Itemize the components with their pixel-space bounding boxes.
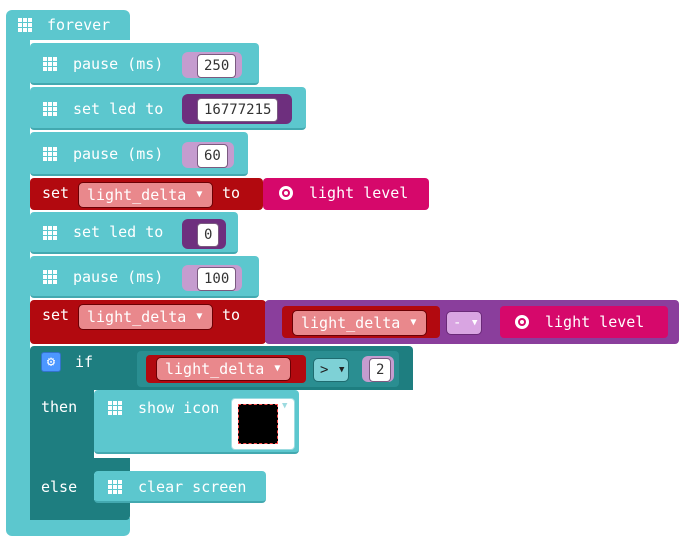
variable-dropdown[interactable]: light_delta ▼ xyxy=(78,304,214,330)
pause-value-field[interactable]: 250 xyxy=(197,54,237,78)
forever-block-bottom xyxy=(6,518,130,536)
light-level-label: light level xyxy=(309,184,409,202)
grid-icon xyxy=(43,147,57,161)
led-value-field[interactable]: 16777215 xyxy=(197,98,279,122)
light-sensor-icon xyxy=(279,186,293,200)
gear-icon[interactable]: ⚙ xyxy=(41,352,61,372)
then-label: then xyxy=(41,398,78,416)
dropdown-caret-icon: ▼ xyxy=(274,363,281,374)
operator-dropdown[interactable]: - ▼ xyxy=(446,311,483,335)
clear-screen-block[interactable] xyxy=(94,471,266,503)
clear-screen-label: clear screen xyxy=(138,478,247,496)
to-label: to xyxy=(222,306,241,324)
pause-label: pause (ms) xyxy=(73,145,164,163)
variable-name: light_delta xyxy=(87,308,187,326)
pause-label: pause (ms) xyxy=(73,268,164,286)
set-label: set xyxy=(42,184,70,202)
dropdown-caret-icon: ▼ xyxy=(196,189,203,200)
variable-dropdown[interactable]: light_delta ▼ xyxy=(292,310,428,336)
icon-picker[interactable]: ▼ xyxy=(231,398,295,450)
if-block-else-bar xyxy=(30,458,130,474)
variable-dropdown[interactable]: light_delta ▼ xyxy=(156,357,292,381)
operator-symbol: - xyxy=(453,315,462,331)
grid-icon xyxy=(43,270,57,284)
if-label: if xyxy=(75,353,94,371)
light-sensor-icon xyxy=(515,315,529,329)
dropdown-caret-icon: ▼ xyxy=(410,317,417,328)
grid-icon xyxy=(43,226,57,240)
grid-icon xyxy=(18,18,32,32)
set-led-label: set led to xyxy=(73,100,164,118)
grid-icon xyxy=(108,480,122,494)
led-matrix-icon xyxy=(238,404,278,444)
grid-icon xyxy=(108,401,122,415)
set-led-label: set led to xyxy=(73,223,164,241)
led-value-field[interactable]: 0 xyxy=(197,223,220,247)
to-label: to xyxy=(222,184,241,202)
if-block-bottom xyxy=(30,500,130,520)
grid-icon xyxy=(43,102,57,116)
if-block-side xyxy=(30,388,94,520)
variable-name: light_delta xyxy=(165,360,265,378)
else-label: else xyxy=(41,478,78,496)
variable-dropdown[interactable]: light_delta ▼ xyxy=(78,182,214,208)
grid-icon xyxy=(43,57,57,71)
set-label: set xyxy=(42,306,70,324)
show-icon-label: show icon xyxy=(138,399,220,417)
dropdown-caret-icon: ▼ xyxy=(339,365,345,375)
forever-label: forever xyxy=(47,16,111,34)
comparator-symbol: > xyxy=(320,362,329,378)
variable-name: light_delta xyxy=(301,314,401,332)
dropdown-caret-icon: ▼ xyxy=(196,311,203,322)
dropdown-caret-icon: ▼ xyxy=(472,318,478,328)
forever-block-side xyxy=(6,38,30,528)
pause-value-field[interactable]: 60 xyxy=(197,144,228,168)
light-level-label: light level xyxy=(545,313,645,331)
dropdown-caret-icon: ▼ xyxy=(282,401,288,411)
pause-label: pause (ms) xyxy=(73,55,164,73)
compare-value-field[interactable]: 2 xyxy=(369,358,392,382)
pause-value-field[interactable]: 100 xyxy=(197,267,237,291)
comparator-dropdown[interactable]: > ▼ xyxy=(313,358,350,382)
variable-name: light_delta xyxy=(87,186,187,204)
